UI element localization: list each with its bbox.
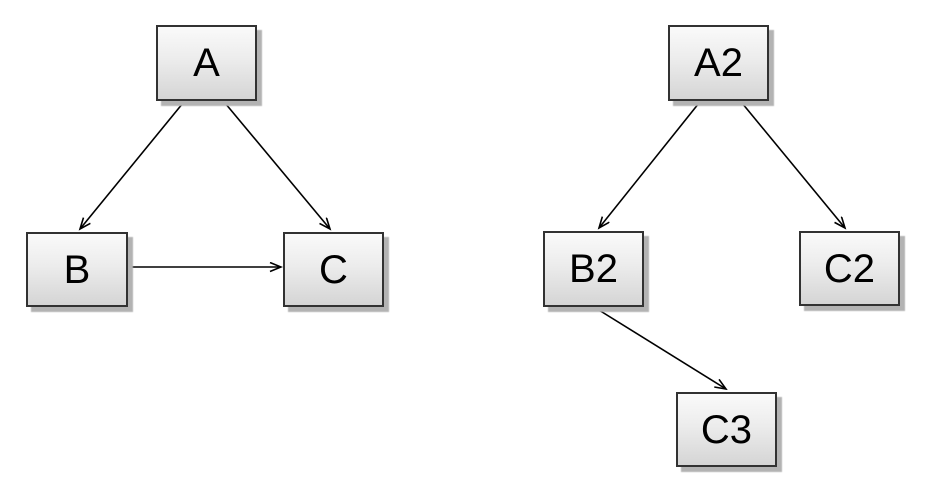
node-C[interactable]: C <box>283 232 384 307</box>
edge-A2-B2 <box>599 102 700 228</box>
node-A2-label: A2 <box>694 41 743 85</box>
edge-A-C <box>224 102 330 229</box>
edge-A-B <box>80 102 184 229</box>
node-C2-label: C2 <box>823 246 876 291</box>
node-C-label: C <box>319 247 348 292</box>
edge-A2-C2 <box>741 102 845 228</box>
edge-B2-C3 <box>593 306 726 389</box>
node-C3[interactable]: C3 <box>676 392 777 467</box>
node-B[interactable]: B <box>26 232 128 307</box>
node-B-label: B <box>63 247 91 292</box>
node-A2[interactable]: A2 <box>668 25 769 101</box>
node-B2[interactable]: B2 <box>543 231 644 307</box>
node-C2[interactable]: C2 <box>799 231 900 306</box>
node-B2-label: B2 <box>569 247 618 291</box>
node-C3-label: C3 <box>700 407 753 452</box>
node-A[interactable]: A <box>156 25 257 101</box>
node-A-label: A <box>193 41 220 85</box>
